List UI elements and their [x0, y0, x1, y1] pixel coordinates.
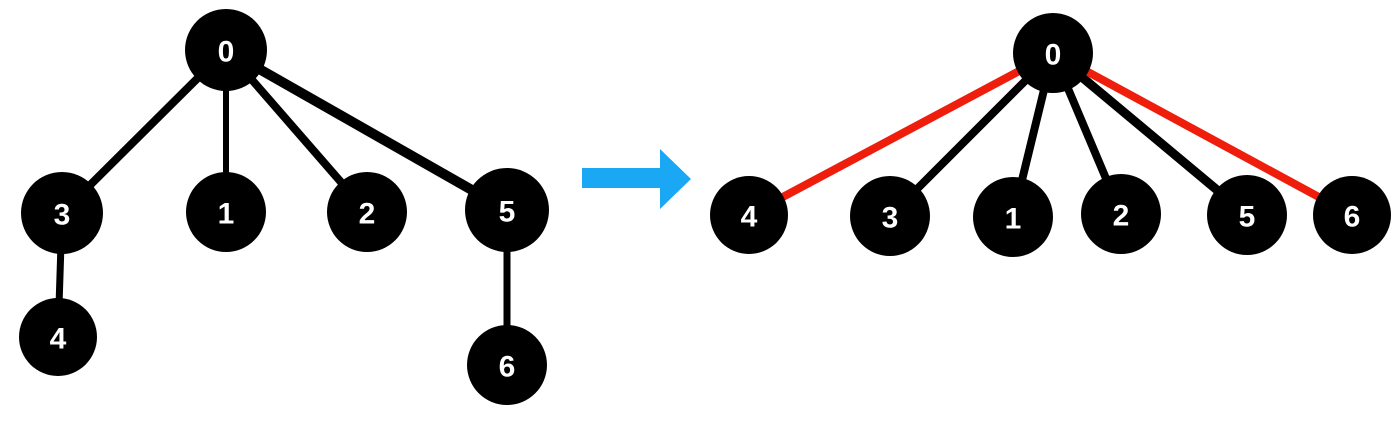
before-node-5-label: 5	[499, 196, 516, 229]
after-node-1-circle	[973, 177, 1053, 257]
after-node-2-label: 2	[1113, 200, 1130, 233]
after-edge-0-5	[1050, 49, 1250, 219]
before-edge-0-5	[223, 45, 510, 215]
after-node-5-circle	[1207, 175, 1287, 255]
after-node-0-circle	[1013, 13, 1093, 93]
after-node-5-label: 5	[1239, 201, 1256, 234]
after-node-0-label: 0	[1045, 39, 1062, 72]
after-node-6-label: 6	[1344, 201, 1361, 234]
before-node-5: 5	[465, 168, 549, 252]
after-node-3-circle	[850, 176, 930, 256]
after-node-3: 3	[850, 176, 930, 256]
before-node-5-circle	[465, 168, 549, 252]
before-node-3-circle	[21, 172, 103, 254]
after-node-0: 0	[1013, 13, 1093, 93]
before-node-1-label: 1	[218, 198, 235, 231]
before-node-4: 4	[19, 298, 97, 376]
before-node-1: 1	[186, 172, 266, 252]
before-node-0-circle	[185, 9, 267, 91]
before-node-3: 3	[21, 172, 103, 254]
after-node-3-label: 3	[882, 202, 899, 235]
after-node-5: 5	[1207, 175, 1287, 255]
after-tree: 0 4 3 1 2 5 6	[710, 13, 1391, 257]
after-edge-0-6-highlighted	[1051, 49, 1354, 219]
before-node-6: 6	[467, 325, 547, 405]
before-node-4-label: 4	[50, 323, 67, 356]
after-node-4-label: 4	[741, 201, 758, 234]
before-node-2-circle	[327, 172, 407, 252]
after-node-4-circle	[710, 176, 788, 254]
before-node-0-label: 0	[218, 36, 235, 69]
after-node-6-circle	[1313, 176, 1391, 254]
after-node-4: 4	[710, 176, 788, 254]
before-node-4-circle	[19, 298, 97, 376]
after-node-1-label: 1	[1005, 203, 1022, 236]
after-node-1: 1	[973, 177, 1053, 257]
after-node-2-circle	[1081, 174, 1161, 254]
before-node-3-label: 3	[54, 199, 71, 232]
before-node-6-circle	[467, 325, 547, 405]
before-node-1-circle	[186, 172, 266, 252]
before-node-2: 2	[327, 172, 407, 252]
before-tree: 0 3 1 2 5 4 6	[19, 9, 549, 405]
transform-arrow-icon	[582, 149, 691, 209]
after-node-2: 2	[1081, 174, 1161, 254]
after-edge-0-4-highlighted	[747, 49, 1055, 219]
before-node-2-label: 2	[359, 198, 376, 231]
before-node-6-label: 6	[499, 351, 516, 384]
after-node-6: 6	[1313, 176, 1391, 254]
before-node-0: 0	[185, 9, 267, 91]
